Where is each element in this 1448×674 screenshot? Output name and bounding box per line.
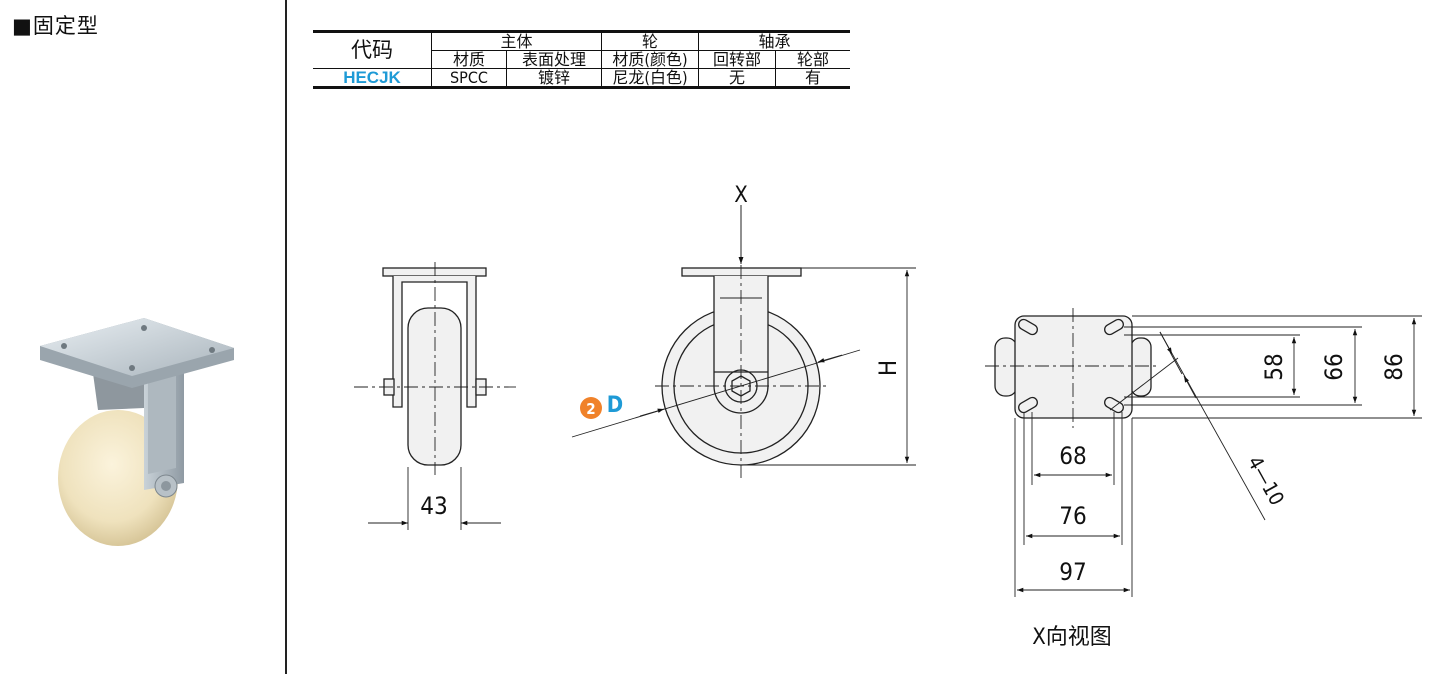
section-title: ■固定型 (12, 14, 99, 38)
row-material: SPCC (431, 68, 507, 89)
dim-97: 97 (1059, 558, 1086, 586)
table-row: HECJK SPCC 镀锌 尼龙(白色) 无 有 (313, 68, 850, 89)
sub-material: 材质 (431, 50, 507, 69)
height-label: H (874, 360, 902, 376)
view-arrow-label: X (734, 183, 748, 208)
x-view (985, 308, 1422, 597)
sub-swivel: 回转部 (698, 50, 776, 69)
row-wheel-material: 尼龙(白色) (601, 68, 699, 89)
row-wheel-part: 有 (775, 68, 850, 89)
dim-58: 58 (1260, 353, 1288, 380)
spec-table: 代码 主体 轮 轴承 材质 表面处理 材质(颜色) 回转部 轮部 HECJK S… (313, 30, 850, 89)
row-swivel: 无 (698, 68, 776, 89)
sub-wheel-material: 材质(颜色) (601, 50, 699, 69)
table-header-row: 代码 主体 轮 轴承 (313, 30, 850, 69)
row-surface: 镀锌 (506, 68, 602, 89)
diameter-badge-icon (580, 397, 602, 419)
diameter-badge-number: 2 (586, 400, 595, 418)
diameter-label: D (607, 393, 623, 418)
x-view-caption: X向视图 (1032, 625, 1112, 650)
header-wheel: 轮 (601, 30, 699, 51)
caster-product-photo (40, 318, 234, 546)
side-view (354, 262, 516, 530)
table-subheader-row: 材质 表面处理 材质(颜色) 回转部 轮部 (313, 50, 850, 69)
holes-label: 4—10 (1243, 452, 1289, 509)
panel-divider (285, 0, 287, 674)
dim-66: 66 (1320, 353, 1348, 380)
front-view (571, 205, 916, 478)
dim-43: 43 (420, 492, 447, 520)
header-bearing: 轴承 (698, 30, 850, 51)
left-panel: ■固定型 (0, 0, 285, 674)
dim-68: 68 (1059, 442, 1086, 470)
sub-wheel-part: 轮部 (775, 50, 850, 69)
sub-surface: 表面处理 (506, 50, 602, 69)
dim-86: 86 (1380, 353, 1408, 380)
dim-76: 76 (1059, 502, 1086, 530)
